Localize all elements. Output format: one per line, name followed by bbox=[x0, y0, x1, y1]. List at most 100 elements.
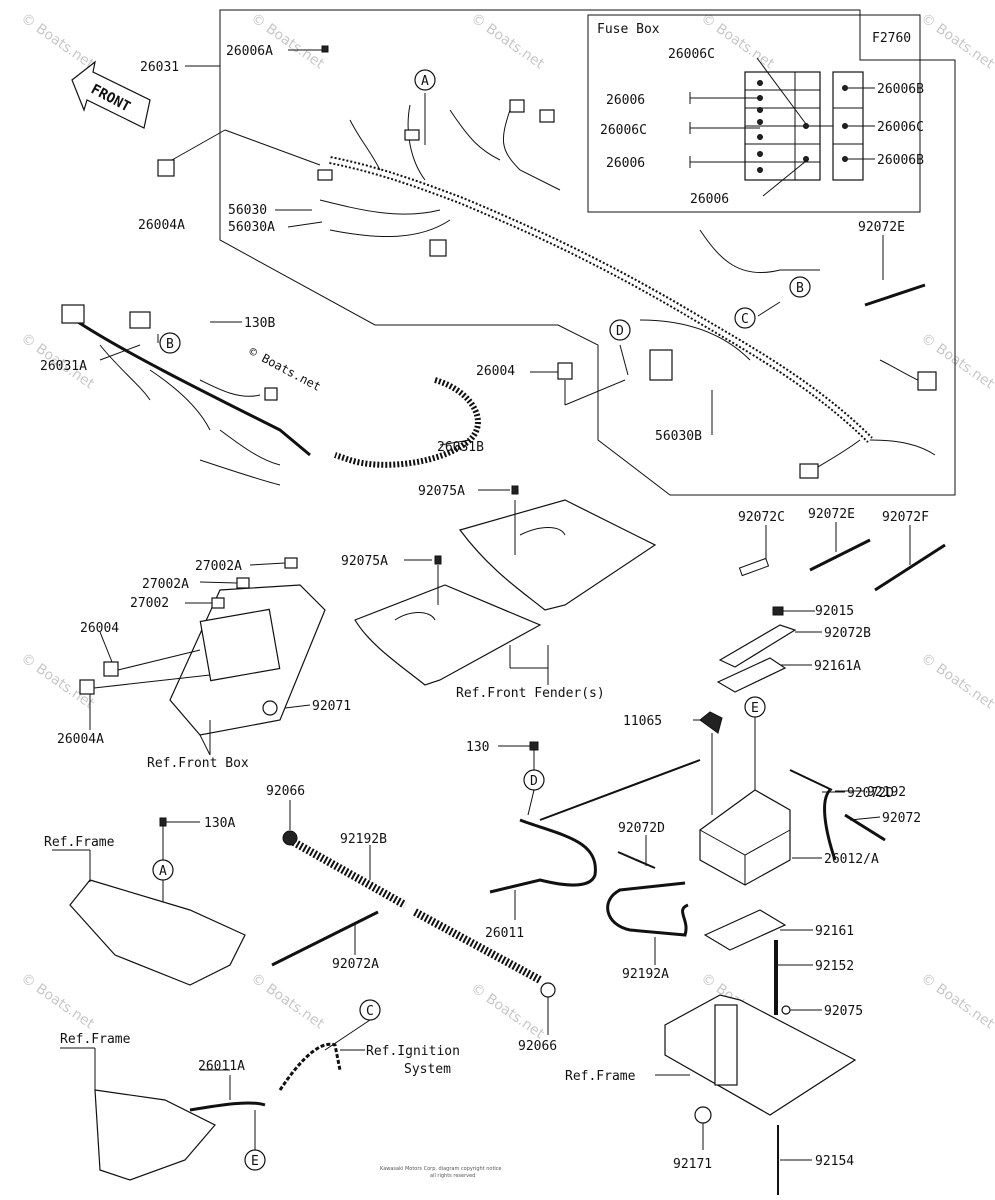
label-26031a: 26031A bbox=[40, 359, 87, 374]
label-92072d: 92072D bbox=[618, 821, 665, 836]
label-26004-top: 26004 bbox=[476, 364, 515, 379]
ties-right bbox=[738, 522, 946, 592]
label-130b: 130B bbox=[244, 316, 275, 331]
label-130a: 130A bbox=[204, 816, 235, 831]
label-92072f: 92072F bbox=[882, 510, 929, 525]
fuse-label-6: 26006B bbox=[877, 82, 924, 97]
tie-92072e-top bbox=[864, 283, 926, 307]
main-harness-connector-2 bbox=[404, 129, 420, 141]
label-92075a-1: 92075A bbox=[418, 484, 465, 499]
label-92075: 92075 bbox=[824, 1004, 863, 1019]
main-harness-connector-4 bbox=[539, 109, 555, 123]
main-harness bbox=[317, 99, 937, 479]
sub-harness-26031a bbox=[61, 304, 311, 486]
fuse-label-8: 26006B bbox=[877, 153, 924, 168]
svg-text:© Boats.net: © Boats.net bbox=[18, 10, 98, 72]
sub-harness-connector-3 bbox=[264, 387, 278, 401]
label-ref-frame-battery: Ref.Frame bbox=[565, 1069, 636, 1084]
label-26004-box: 26004 bbox=[80, 621, 119, 636]
fuse-label-1: 26006C bbox=[668, 47, 715, 62]
conduit-92192b bbox=[271, 800, 556, 1035]
label-56030b: 56030B bbox=[655, 429, 702, 444]
sub-harness-connector-2 bbox=[129, 311, 151, 329]
svg-text:C: C bbox=[741, 312, 749, 327]
svg-text:B: B bbox=[166, 337, 174, 352]
label-26031: 26031 bbox=[140, 60, 179, 75]
fuse-box-inset: Fuse Box 26006C 26006 26006C 26006 bbox=[587, 14, 924, 213]
label-27002a-1: 27002A bbox=[195, 559, 242, 574]
svg-text:© Boats.net: © Boats.net bbox=[18, 970, 98, 1032]
label-26011: 26011 bbox=[485, 926, 524, 941]
svg-text:© Boats.net: © Boats.net bbox=[468, 10, 548, 72]
label-92152: 92152 bbox=[815, 959, 854, 974]
svg-text:© Boats.net: © Boats.net bbox=[468, 980, 548, 1042]
front-box bbox=[79, 557, 326, 756]
main-harness-connector-3 bbox=[509, 99, 525, 113]
svg-text:E: E bbox=[251, 1154, 259, 1169]
svg-text:D: D bbox=[616, 324, 624, 339]
label-92072e: 92072E bbox=[808, 507, 855, 522]
svg-text:C: C bbox=[366, 1004, 374, 1019]
harness-group-frame bbox=[219, 9, 956, 496]
label-26011a: 26011A bbox=[198, 1059, 245, 1074]
label-56030: 56030 bbox=[228, 203, 267, 218]
label-130: 130 bbox=[466, 740, 489, 755]
battery-cable-26011: D bbox=[489, 741, 701, 920]
main-harness-connector-7 bbox=[799, 463, 819, 479]
label-92192: 92192 bbox=[867, 785, 906, 800]
fuse-label-3: 26006C bbox=[600, 123, 647, 138]
label-56030a: 56030A bbox=[228, 220, 275, 235]
harness-fuse-holder bbox=[649, 349, 673, 381]
battery-area: E bbox=[606, 606, 886, 1195]
label-26012a: 26012/A bbox=[824, 852, 879, 867]
svg-text:D: D bbox=[530, 774, 538, 789]
label-92192b: 92192B bbox=[340, 832, 387, 847]
label-26006a: 26006A bbox=[226, 44, 273, 59]
fuse-label-4: 26006 bbox=[606, 156, 645, 171]
svg-text:A: A bbox=[421, 74, 429, 89]
label-27002: 27002 bbox=[130, 596, 169, 611]
label-92015: 92015 bbox=[815, 604, 854, 619]
svg-text:A: A bbox=[159, 864, 167, 879]
label-ref-ignition-system: System bbox=[404, 1062, 451, 1077]
label-92154: 92154 bbox=[815, 1154, 854, 1169]
frame-left: A bbox=[52, 817, 246, 986]
connector-26004a bbox=[157, 159, 175, 177]
svg-text:© Boats.net: © Boats.net bbox=[248, 10, 328, 72]
label-92072a: 92072A bbox=[332, 957, 379, 972]
label-92075a-2: 92075A bbox=[341, 554, 388, 569]
copyright-line-1: Kawasaki Motors Corp. diagram copyright … bbox=[380, 1166, 502, 1172]
svg-text:B: B bbox=[796, 281, 804, 296]
fuse-label-5: 26006 bbox=[690, 192, 729, 207]
label-92066-top: 92066 bbox=[266, 784, 305, 799]
label-92161a: 92161A bbox=[814, 659, 861, 674]
svg-text:© Boats.net: © Boats.net bbox=[248, 970, 328, 1032]
label-26031b: 26031B bbox=[437, 440, 484, 455]
label-92192a: 92192A bbox=[622, 967, 669, 982]
label-26004a: 26004A bbox=[138, 218, 185, 233]
sub-harness-connector-1 bbox=[61, 304, 85, 324]
leaders-top bbox=[99, 49, 884, 446]
label-92072b: 92072B bbox=[824, 626, 871, 641]
fuse-label-7: 26006C bbox=[877, 120, 924, 135]
label-92171: 92171 bbox=[673, 1157, 712, 1172]
label-92072e-top: 92072E bbox=[858, 220, 905, 235]
circle-refs-top: A B C D B bbox=[159, 69, 811, 354]
diagram-code: F2760 bbox=[872, 31, 911, 46]
svg-text:E: E bbox=[751, 701, 759, 716]
label-92071: 92071 bbox=[312, 699, 351, 714]
bolt-26006a bbox=[321, 45, 329, 53]
svg-text:© Boats.net: © Boats.net bbox=[698, 10, 778, 72]
copyright-line-2: all rights reserved bbox=[430, 1173, 475, 1179]
label-ref-front-fender: Ref.Front Fender(s) bbox=[456, 686, 605, 701]
svg-text:© Boats.net: © Boats.net bbox=[918, 970, 995, 1032]
frame-bottom-left: E C bbox=[60, 999, 381, 1181]
label-ref-front-box: Ref.Front Box bbox=[147, 756, 249, 771]
main-harness-connector-6 bbox=[917, 371, 937, 391]
label-92072: 92072 bbox=[882, 811, 921, 826]
svg-text:© Boats.net: © Boats.net bbox=[918, 10, 995, 72]
label-ref-frame-2: Ref.Frame bbox=[60, 1032, 131, 1047]
main-harness-connector-5 bbox=[429, 239, 447, 257]
fuse-label-2: 26006 bbox=[606, 93, 645, 108]
label-26004a-box: 26004A bbox=[57, 732, 104, 747]
